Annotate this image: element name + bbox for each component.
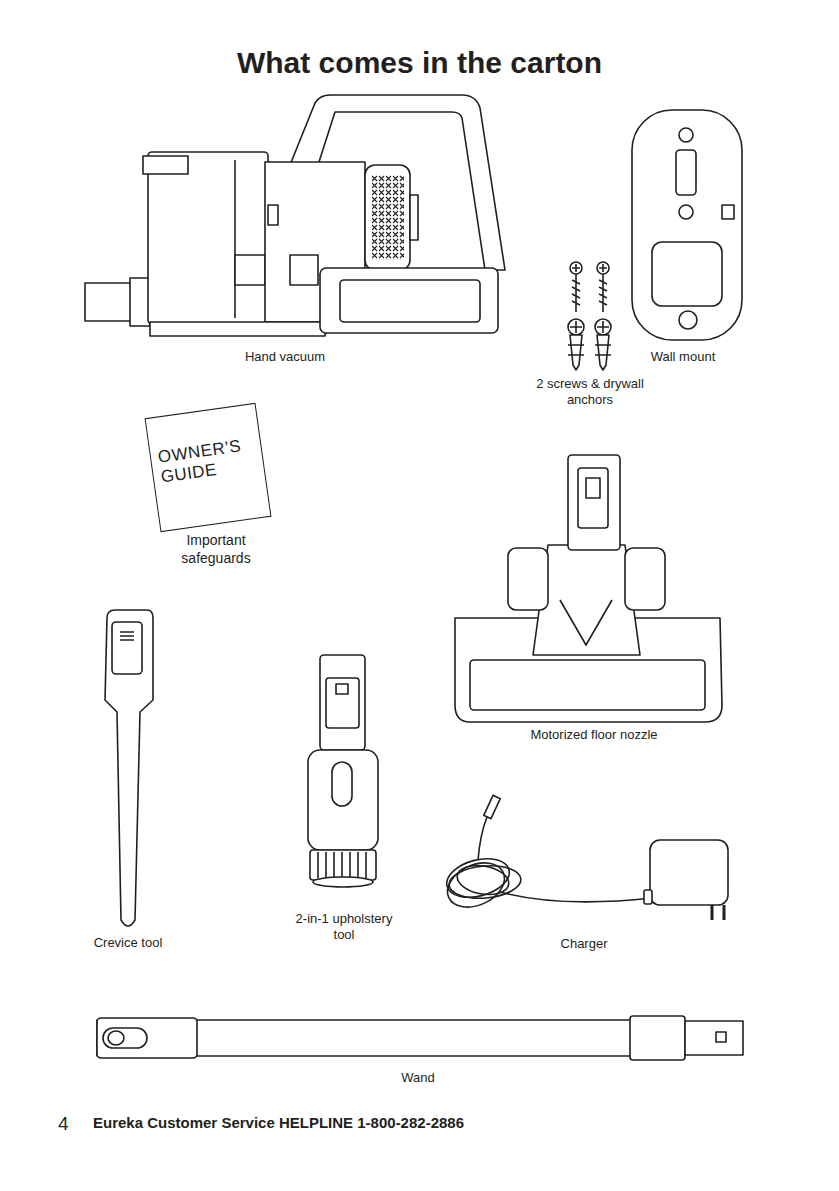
crevice-tool [105, 610, 153, 926]
screw-set-part [572, 264, 580, 272]
floor-nozzle-part [625, 548, 665, 610]
charger [440, 795, 728, 920]
charger-part [644, 890, 652, 904]
hand-vacuum-part [410, 195, 418, 240]
wall-mount-part [652, 242, 722, 306]
upholstery-tool-part [332, 762, 352, 806]
upholstery-tool-part [326, 678, 359, 728]
upholstery-tool-part [310, 850, 376, 880]
charger-part [650, 840, 728, 905]
page-title: What comes in the carton [0, 44, 839, 82]
part-name: Charger [524, 936, 644, 952]
floor-nozzle-part [508, 548, 548, 610]
hand-vacuum [85, 95, 505, 336]
wand-part [103, 1028, 147, 1048]
wand [97, 1016, 743, 1060]
booklet-caption: Important safeguards [166, 532, 266, 567]
floor-nozzle-part [568, 455, 620, 550]
hand-vacuum-part [365, 165, 410, 270]
wall-mount [632, 110, 742, 340]
wall-mount-part [722, 205, 734, 219]
part-name: 2-in-1 upholstery tool [284, 911, 404, 944]
hand-vacuum-part [85, 283, 135, 321]
hand-vacuum-part [235, 255, 265, 285]
part-name: Hand vacuum [205, 349, 365, 365]
screw-set-part [572, 274, 580, 312]
charger-part [478, 817, 487, 860]
floor-nozzle-part [578, 468, 608, 528]
screw-set-part [597, 262, 609, 274]
booklet-box: OWNER’S GUIDE [145, 403, 272, 532]
hand-vacuum-part [320, 268, 498, 333]
screw-set [568, 262, 611, 370]
crevice-tool-part [112, 622, 142, 674]
hand-vacuum-part [268, 205, 278, 225]
charger-part [440, 854, 511, 916]
hand-vacuum-part [143, 156, 188, 174]
crevice-tool-part [105, 610, 153, 926]
wand-part [630, 1016, 685, 1060]
charger-part [484, 795, 501, 818]
charger-part [500, 892, 652, 902]
upholstery-tool-part [320, 655, 365, 750]
part-name: Wall mount [623, 349, 743, 365]
hand-vacuum-part [148, 152, 268, 324]
upholstery-tool-part [308, 750, 378, 850]
crevice-tool-part [120, 632, 134, 640]
screw-set-part [570, 321, 582, 333]
upholstery-tool-part [313, 877, 373, 887]
upholstery-tool-part [318, 852, 366, 878]
wand-part [685, 1021, 743, 1055]
hand-vacuum-part [150, 322, 325, 336]
wand-part [716, 1032, 726, 1042]
wall-mount-part [632, 110, 742, 340]
screw-set-part [599, 264, 607, 272]
upholstery-tool [308, 655, 378, 887]
hand-vacuum-part [372, 175, 404, 260]
floor-nozzle-part [533, 545, 640, 655]
screw-set-part [568, 335, 584, 370]
part-name: Wand [368, 1070, 468, 1086]
screw-set-part [568, 319, 584, 335]
screw-set-part [597, 321, 609, 333]
screw-set-part [595, 335, 611, 370]
charger-part [712, 905, 724, 920]
screw-set-part [570, 262, 582, 274]
floor-nozzle-part [470, 660, 705, 710]
screw-set-part [599, 274, 607, 312]
hand-vacuum-part [290, 255, 318, 285]
screw-set-part [595, 319, 611, 335]
hand-vacuum-part [234, 160, 236, 318]
booklet-title: OWNER’S GUIDE [157, 435, 254, 487]
floor-nozzle [455, 455, 722, 722]
part-name: 2 screws & drywall anchors [531, 376, 649, 409]
floor-nozzle-part [586, 478, 600, 498]
helpline-footer: Eureka Customer Service HELPLINE 1-800-2… [93, 1114, 593, 1133]
wand-part [97, 1018, 197, 1058]
part-name: Crevice tool [68, 935, 188, 951]
wall-mount-part [679, 311, 697, 329]
wall-mount-part [679, 205, 693, 219]
part-name: Motorized floor nozzle [494, 727, 694, 743]
floor-nozzle-part [560, 600, 612, 645]
hand-vacuum-part [130, 278, 150, 326]
hand-vacuum-part [340, 280, 480, 322]
wand-part [108, 1031, 124, 1045]
page-number: 4 [58, 1112, 88, 1136]
wall-mount-part [679, 128, 693, 142]
wall-mount-part [676, 150, 696, 195]
upholstery-tool-part [336, 684, 348, 694]
